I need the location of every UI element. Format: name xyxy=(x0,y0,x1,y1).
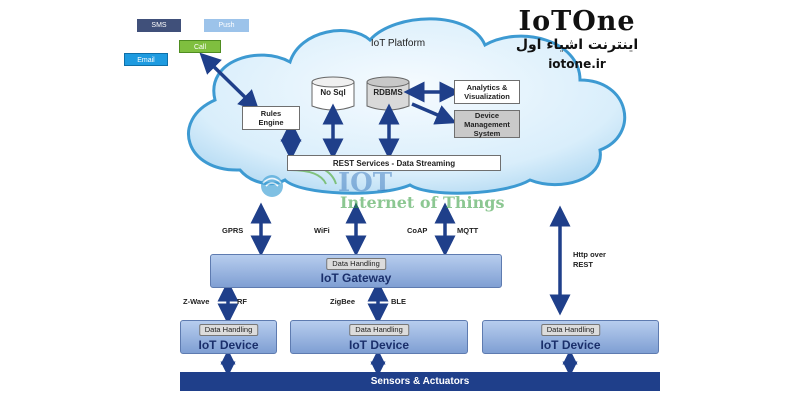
protocol-coap: CoAP xyxy=(407,226,428,235)
analytics-box: Analytics & Visualization xyxy=(454,80,520,104)
push-channel: Push xyxy=(204,19,249,32)
brand-logo: IoTOne xyxy=(518,6,636,37)
analytics-label: Analytics & Visualization xyxy=(464,83,510,101)
nosql-cylinder xyxy=(311,76,355,111)
rdbms-label: RDBMS xyxy=(373,88,403,97)
watermark-title: IOT xyxy=(338,168,393,198)
device-1-data-handling: Data Handling xyxy=(198,324,259,336)
protocol-gprs: GPRS xyxy=(222,226,244,235)
protocol-zigbee: ZigBee xyxy=(330,297,356,306)
iot-device-3: Data Handling IoT Device xyxy=(482,320,659,354)
device-2-data-handling: Data Handling xyxy=(349,324,409,336)
rules-engine-label: Rules Engine xyxy=(258,109,284,127)
protocol-zwave: Z-Wave xyxy=(183,297,210,306)
rest-services-label: REST Services - Data Streaming xyxy=(332,158,456,168)
device-3-data-handling: Data Handling xyxy=(540,324,601,336)
gateway-data-handling: Data Handling xyxy=(326,258,386,270)
iot-device-1: Data Handling IoT Device xyxy=(180,320,277,354)
watermark-subtitle: Internet of Things xyxy=(340,193,505,212)
protocol-ble: BLE xyxy=(391,297,406,306)
sms-channel: SMS xyxy=(137,19,181,32)
nosql-label: No Sql xyxy=(320,88,346,97)
call-channel: Call xyxy=(179,40,221,53)
rdbms-cylinder xyxy=(366,76,410,111)
protocol-mqtt: MQTT xyxy=(457,226,479,235)
arrow-rdbms-devicemgmt xyxy=(411,102,457,125)
protocol-wifi: WiFi xyxy=(314,226,330,235)
arrow-channels-rules xyxy=(199,52,260,112)
brand-site: iotone.ir xyxy=(548,57,606,71)
platform-title: IoT Platform xyxy=(370,38,426,49)
protocol-http: Http over REST xyxy=(573,250,606,269)
device-2-title: IoT Device xyxy=(348,338,410,352)
email-channel: Email xyxy=(124,53,168,66)
iot-device-2: Data Handling IoT Device xyxy=(290,320,468,354)
rest-services-bar: REST Services - Data Streaming xyxy=(287,155,501,171)
sensors-actuators-bar: Sensors & Actuators xyxy=(180,372,660,391)
rules-engine-box: Rules Engine xyxy=(242,106,300,130)
brand-tagline: اینترنت اشیاء اول xyxy=(515,37,639,53)
arrows xyxy=(199,52,578,377)
protocol-rf: RF xyxy=(237,297,247,306)
device-management-box: Device Management System xyxy=(454,110,520,138)
iot-gateway: Data Handling IoT Gateway xyxy=(210,254,502,288)
gateway-title: IoT Gateway xyxy=(320,271,392,285)
device-3-title: IoT Device xyxy=(540,338,601,352)
device-1-title: IoT Device xyxy=(198,338,259,352)
device-management-label: Device Management System xyxy=(464,110,510,138)
